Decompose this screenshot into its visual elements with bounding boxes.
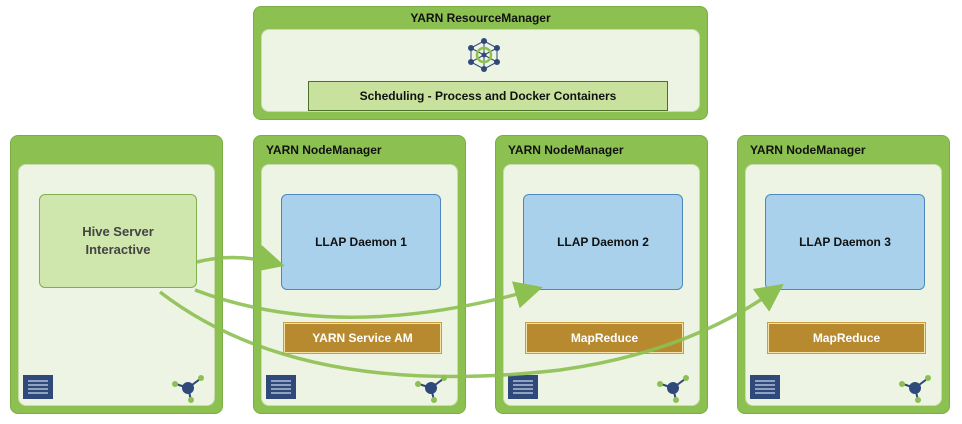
network-node-icon xyxy=(172,375,204,403)
resource-manager-panel: YARN ResourceManager Scheduling - Proces… xyxy=(253,6,708,120)
yarn-service-am-box: YARN Service AM xyxy=(284,323,441,353)
llap-daemon-box: LLAP Daemon 1 xyxy=(281,194,441,290)
network-node-icon xyxy=(415,375,447,403)
mapreduce-box: MapReduce xyxy=(768,323,925,353)
network-node-icon xyxy=(657,375,689,403)
server-list-icon xyxy=(266,375,296,399)
node-manager-panel: YARN NodeManager LLAP Daemon 2 MapReduce xyxy=(495,135,708,414)
server-list-icon xyxy=(23,375,53,399)
llap-daemon-box: LLAP Daemon 2 xyxy=(523,194,683,290)
resource-manager-title: YARN ResourceManager xyxy=(410,11,551,25)
client-node-title xyxy=(11,136,222,164)
resource-manager-body: Scheduling - Process and Docker Containe… xyxy=(261,29,700,112)
hive-server-interactive-box: Hive Server Interactive xyxy=(39,194,197,288)
network-node-icon xyxy=(899,375,931,403)
node-manager-title: YARN NodeManager xyxy=(508,143,624,157)
node-manager-panel: YARN NodeManager LLAP Daemon 3 MapReduce xyxy=(737,135,950,414)
llap-daemon-box: LLAP Daemon 3 xyxy=(765,194,925,290)
server-list-icon xyxy=(508,375,538,399)
client-node-panel: Hive Server Interactive xyxy=(10,135,223,414)
mapreduce-box: MapReduce xyxy=(526,323,683,353)
server-list-icon xyxy=(750,375,780,399)
node-manager-title: YARN NodeManager xyxy=(266,143,382,157)
cluster-network-icon xyxy=(468,38,500,72)
node-manager-panel: YARN NodeManager LLAP Daemon 1 YARN Serv… xyxy=(253,135,466,414)
node-manager-title: YARN NodeManager xyxy=(750,143,866,157)
scheduling-box: Scheduling - Process and Docker Containe… xyxy=(308,81,668,111)
